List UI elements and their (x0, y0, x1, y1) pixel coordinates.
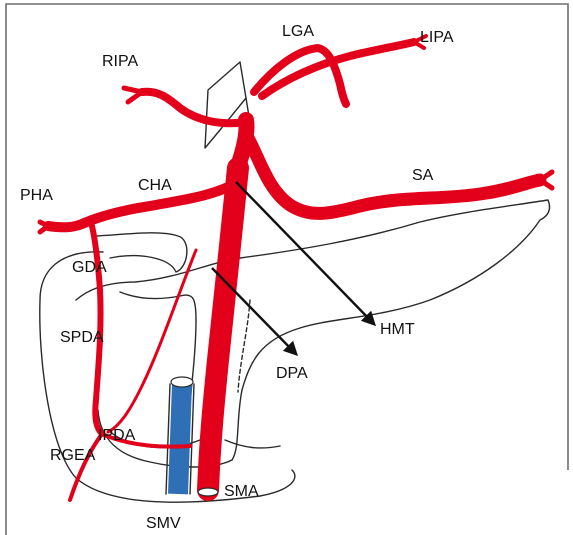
lipa-label: LIPA (420, 29, 454, 46)
hmt-label: HMT (380, 321, 415, 338)
sa-artery (248, 138, 552, 213)
smv-vein (166, 377, 194, 494)
ripa-label: RIPA (102, 53, 138, 70)
sma-label: SMA (224, 483, 259, 500)
ripa-artery (124, 88, 246, 123)
spda-label: SPDA (60, 329, 104, 346)
aorta (198, 168, 238, 496)
lga-artery (254, 36, 426, 104)
lga-label: LGA (282, 23, 314, 40)
ipda-label: IPDA (98, 427, 136, 444)
pha-label: PHA (20, 187, 53, 204)
rgea-label: RGEA (50, 447, 96, 464)
gda-label: GDA (72, 259, 107, 276)
dpa-label: DPA (276, 365, 308, 382)
smv-label: SMV (146, 515, 181, 532)
sa-label: SA (412, 167, 434, 184)
cha-label: CHA (138, 177, 172, 194)
